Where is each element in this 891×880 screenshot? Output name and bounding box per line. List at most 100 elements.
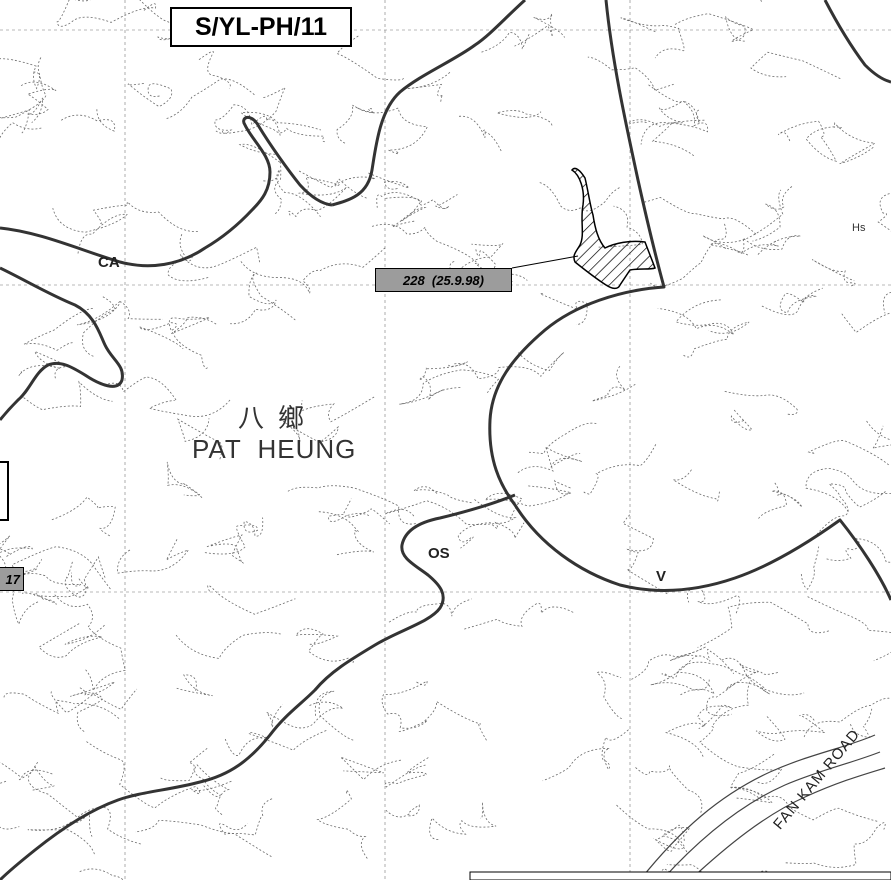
contour-line [0, 109, 44, 144]
contour-line [52, 208, 128, 254]
contour-line [384, 756, 431, 788]
plan-number-box: S/YL-PH/11 [170, 7, 352, 47]
contour-line [429, 801, 497, 840]
contour-line [421, 700, 487, 741]
ca-boundary-valley [0, 115, 333, 268]
contour-line [198, 51, 231, 89]
contour-line [240, 111, 325, 143]
contour-line [385, 804, 420, 818]
contour-line [755, 714, 827, 742]
contour-line [624, 119, 705, 127]
contour-line [92, 200, 198, 232]
contour-line [85, 740, 232, 809]
contour-line [616, 804, 685, 850]
contour-line [18, 350, 70, 380]
contour-line [167, 233, 209, 282]
contour-line [175, 632, 281, 659]
village-boundary [488, 0, 891, 601]
contour-line [60, 108, 116, 132]
contour-line [384, 497, 517, 526]
contour-line [328, 498, 352, 522]
contour-line [877, 193, 891, 232]
application-label-partial[interactable]: 17 [0, 567, 24, 591]
contour-line [3, 692, 120, 719]
contour-line [458, 115, 503, 153]
contour-line [207, 584, 296, 615]
contour-line [539, 293, 588, 325]
contour-line [135, 820, 272, 857]
contour-line [464, 602, 575, 630]
zone-label-ca: CA [98, 254, 120, 271]
contour-line [661, 672, 716, 696]
contour-line [20, 81, 57, 123]
contour-line [176, 674, 213, 697]
contour-line [419, 361, 468, 401]
contour-line [495, 110, 553, 126]
contour-line [737, 235, 801, 256]
contour-line [238, 143, 282, 214]
contour-line [699, 680, 783, 784]
application-site-228[interactable] [570, 167, 656, 290]
contour-line [222, 87, 286, 134]
contour-line [666, 864, 773, 880]
contour-line [340, 756, 401, 781]
contour-line [64, 556, 106, 598]
contour-line [665, 704, 732, 757]
contour-line [730, 753, 775, 804]
contour-line [346, 508, 390, 525]
application-leader-line [511, 255, 579, 269]
contour-line [296, 176, 367, 199]
contour-line [179, 246, 261, 269]
contour-line [622, 514, 668, 595]
contour-line [725, 664, 805, 696]
contour-line [454, 352, 565, 380]
contour-line [50, 496, 116, 537]
edge-box [0, 461, 9, 521]
contour-line [650, 648, 735, 691]
contour-line [708, 240, 779, 256]
contour-line [785, 822, 886, 868]
contour-line [355, 106, 428, 155]
spot-label: Hs [852, 222, 866, 234]
contour-line [0, 780, 7, 784]
contour-line [479, 31, 530, 54]
application-label[interactable]: 228 (25.9.98) [375, 268, 512, 292]
contour-line [654, 824, 690, 853]
contour-line [381, 680, 428, 732]
contour-line [648, 84, 695, 157]
contour-line [336, 104, 375, 144]
contour-line [194, 764, 230, 816]
contour-line [50, 688, 138, 713]
contour-line [0, 546, 33, 557]
contour-line [517, 445, 583, 474]
contour-line [413, 486, 474, 504]
contour-line [0, 762, 53, 830]
contour-line [376, 192, 427, 228]
contour-line [697, 601, 830, 648]
contour-line [263, 168, 321, 217]
ca-boundary-west [0, 266, 124, 421]
contour-line [104, 376, 178, 403]
contour-line [54, 594, 126, 693]
contour-line [287, 485, 416, 525]
contour-line [166, 461, 203, 498]
contour-line [514, 13, 565, 47]
contour-line [224, 730, 327, 756]
contour-line [841, 291, 891, 334]
zone-label-os: OS [428, 545, 450, 562]
contour-line [56, 0, 157, 27]
contour-line [70, 681, 115, 733]
contour-line [298, 170, 411, 190]
contour-line [127, 83, 173, 108]
contour-line [833, 122, 877, 165]
contour-line [729, 786, 879, 823]
contour-line [657, 299, 735, 337]
fan-kam-road [639, 734, 886, 880]
contour-line [676, 657, 771, 695]
contour-line [706, 684, 735, 717]
application-label-partial-text: 17 [5, 571, 20, 587]
contour-line [82, 295, 116, 357]
contour-line [686, 586, 741, 614]
contour-line [230, 272, 296, 325]
